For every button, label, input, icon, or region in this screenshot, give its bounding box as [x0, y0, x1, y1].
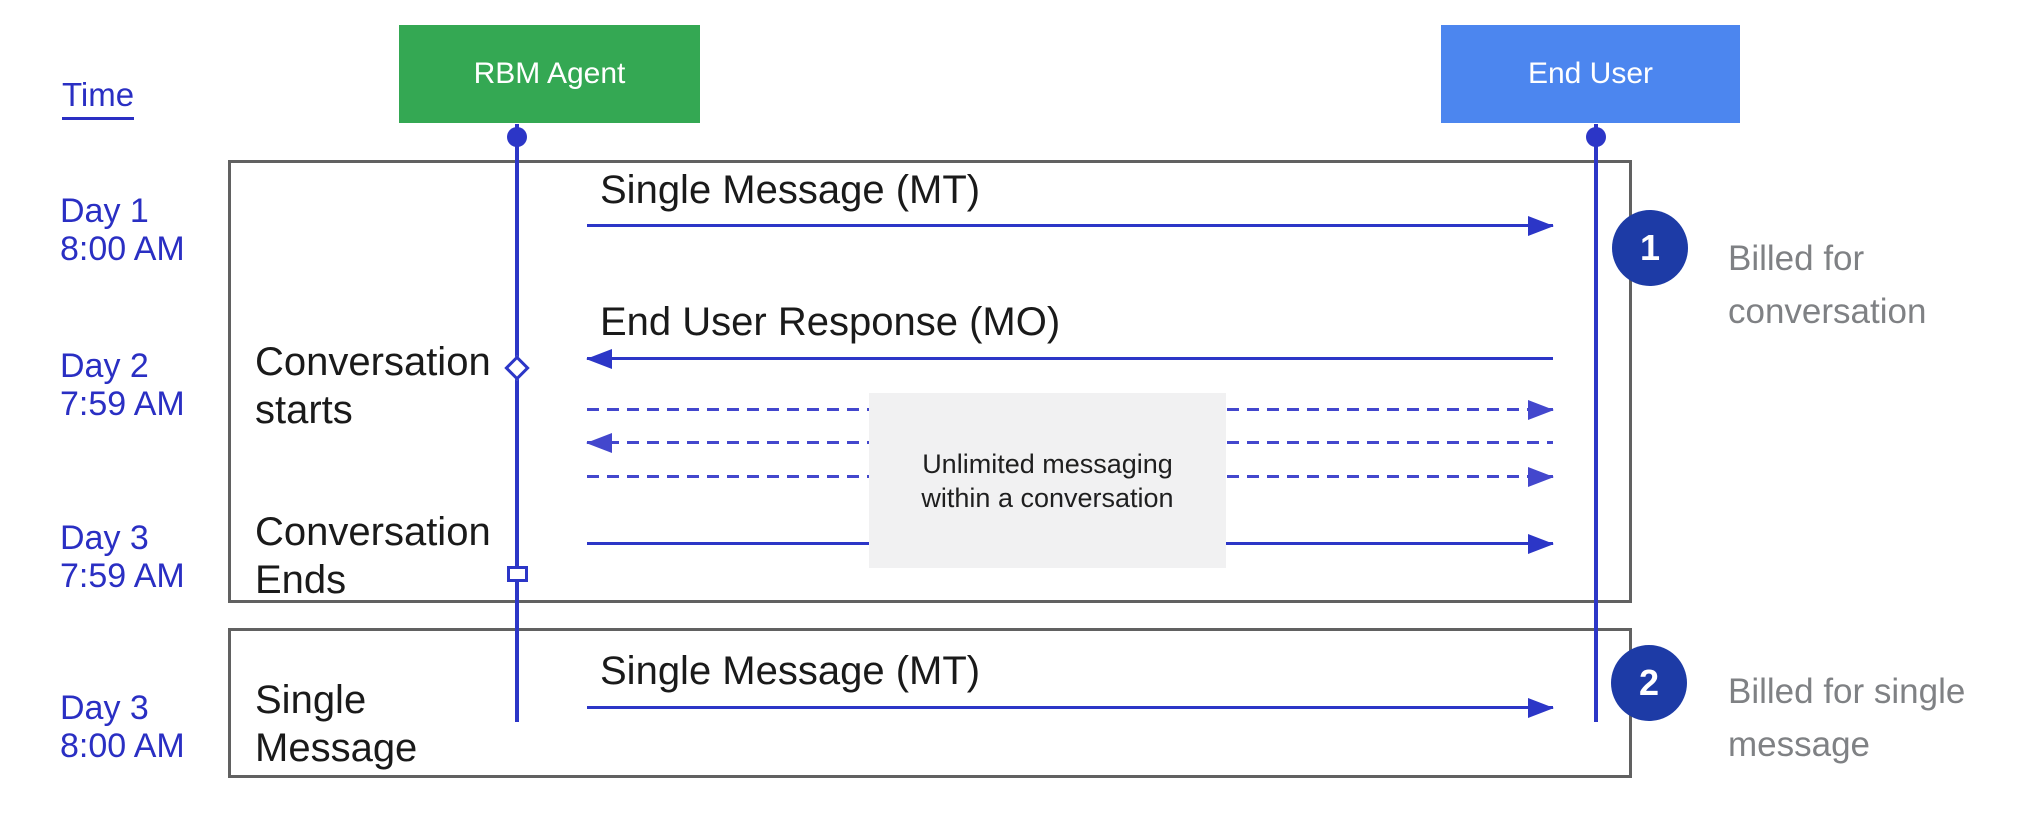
time-axis-title: Time	[62, 76, 135, 120]
end-user-response-mo-arrow-icon	[586, 348, 1553, 369]
unlimited-messaging-note: Unlimited messaging within a conversatio…	[869, 393, 1226, 568]
single-message-mt-arrow-2-icon	[587, 697, 1554, 718]
rbm-agent-lifeline-dot-icon	[507, 127, 527, 147]
conversation-frame	[228, 160, 1632, 603]
end-user-response-mo-label: End User Response (MO)	[600, 300, 1061, 344]
billing-badge-1: 1	[1612, 210, 1688, 286]
rbm-agent-box: RBM Agent	[399, 25, 700, 123]
note-line-1: Unlimited messaging	[922, 448, 1173, 479]
end-user-lifeline	[1594, 124, 1598, 722]
end-user-box: End User	[1441, 25, 1740, 123]
end-user-label: End User	[1527, 57, 1654, 90]
single-message-mt-arrow-icon	[587, 215, 1554, 236]
billing-badge-2: 2	[1611, 645, 1687, 721]
note-line-2: within a conversation	[921, 482, 1174, 513]
single-message-mt-label-1: Single Message (MT)	[600, 168, 981, 212]
conversation-end-square-marker-icon	[507, 566, 528, 582]
rbm-agent-label: RBM Agent	[473, 57, 626, 90]
end-user-lifeline-dot-icon	[1586, 127, 1606, 147]
single-message-mt-label-2: Single Message (MT)	[600, 649, 981, 693]
rbm-agent-lifeline	[515, 124, 519, 722]
